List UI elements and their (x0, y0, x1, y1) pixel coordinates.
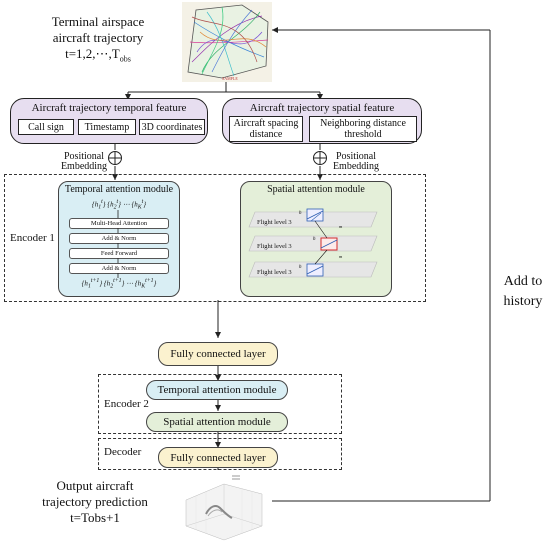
flight-level-label-3: Flight level 3 (257, 269, 292, 276)
encoder1-label: Encoder 1 (10, 232, 55, 244)
call-sign-box: Call sign (18, 119, 74, 135)
positional-embedding-right: Positional Embedding (332, 151, 380, 172)
encoder1-frame (4, 174, 426, 302)
flight-level-planes: h h h m m (248, 208, 378, 278)
fully-connected-layer-1: Fully connected layer (158, 342, 278, 366)
coordinates-box: 3D coordinates (139, 119, 205, 135)
spacing-distance-box: Aircraft spacing distance (229, 116, 303, 142)
svg-text:h: h (313, 237, 316, 242)
input-title-line1: Terminal airspace (51, 14, 145, 29)
add-icon-left (108, 151, 122, 165)
add-norm-layer-2: Add & Norm (69, 263, 169, 274)
spatial-module-title: Spatial attention module (267, 184, 365, 195)
encoder2-frame (98, 374, 342, 434)
svg-text:h: h (299, 265, 302, 270)
output-title: Output aircraft trajectory prediction t=… (20, 478, 170, 526)
svg-text:m: m (339, 224, 343, 229)
temporal-module-arrows (117, 210, 119, 278)
positional-embedding-left: Positional Embedding (60, 151, 108, 172)
spatial-attention-module: Spatial attention module h h h m m Fligh… (240, 181, 392, 297)
add-norm-layer-1: Add & Norm (69, 233, 169, 244)
decoder-fully-connected-layer: Fully connected layer (158, 447, 278, 468)
add-to-history-label: Add to history (496, 272, 550, 312)
temporal-feature-title: Aircraft trajectory temporal feature (31, 102, 187, 114)
spatial-feature-title: Aircraft trajectory spatial feature (249, 102, 395, 114)
temporal-module-output-seq: {h1t+1} {h2t+1} ⋯ {hKt+1} (81, 278, 157, 290)
multi-head-attention-layer: Multi-Head Attention (69, 218, 169, 229)
svg-text:m: m (339, 254, 343, 259)
temporal-feature-panel: Aircraft trajectory temporal feature Cal… (10, 98, 208, 144)
temporal-module-title: Temporal attention module (64, 184, 174, 195)
output-line2: trajectory prediction (42, 494, 148, 509)
input-title-line2: aircraft trajectory (52, 30, 144, 45)
input-title-line3: t=1,2,⋯,Tobs (65, 46, 131, 64)
svg-text:h: h (299, 211, 302, 216)
add-icon-right (313, 151, 327, 165)
spatial-feature-panel: Aircraft trajectory spatial feature Airc… (222, 98, 422, 144)
temporal-module-input-seq: {h1t} {h2t} ⋯ {hKt} (91, 199, 147, 211)
decoder-frame (98, 438, 342, 470)
decoder-label: Decoder (104, 446, 142, 458)
output-line3: t=Tobs+1 (70, 510, 120, 525)
encoder2-temporal-module: Temporal attention module (146, 380, 288, 400)
temporal-attention-module: Temporal attention module {h1t} {h2t} ⋯ … (58, 181, 180, 297)
input-title: Terminal airspace aircraft trajectory t=… (18, 14, 178, 68)
encoder2-spatial-module: Spatial attention module (146, 412, 288, 432)
flight-level-label-1: Flight level 3 (257, 219, 292, 226)
feed-forward-layer: Feed Forward (69, 248, 169, 259)
encoder2-label: Encoder 2 (104, 398, 149, 410)
svg-text:SAMPLE: SAMPLE (222, 76, 238, 81)
timestamp-box: Timestamp (78, 119, 136, 135)
distance-threshold-box: Neighboring distance threshold (309, 116, 417, 142)
output-3d-plot-image (176, 470, 272, 548)
output-line1: Output aircraft (56, 478, 134, 493)
add-to-history-line1: Add to (503, 274, 543, 289)
add-to-history-line2: history (503, 294, 543, 309)
airspace-map-image: SAMPLE (182, 2, 272, 82)
flight-level-label-2: Flight level 3 (257, 243, 292, 250)
